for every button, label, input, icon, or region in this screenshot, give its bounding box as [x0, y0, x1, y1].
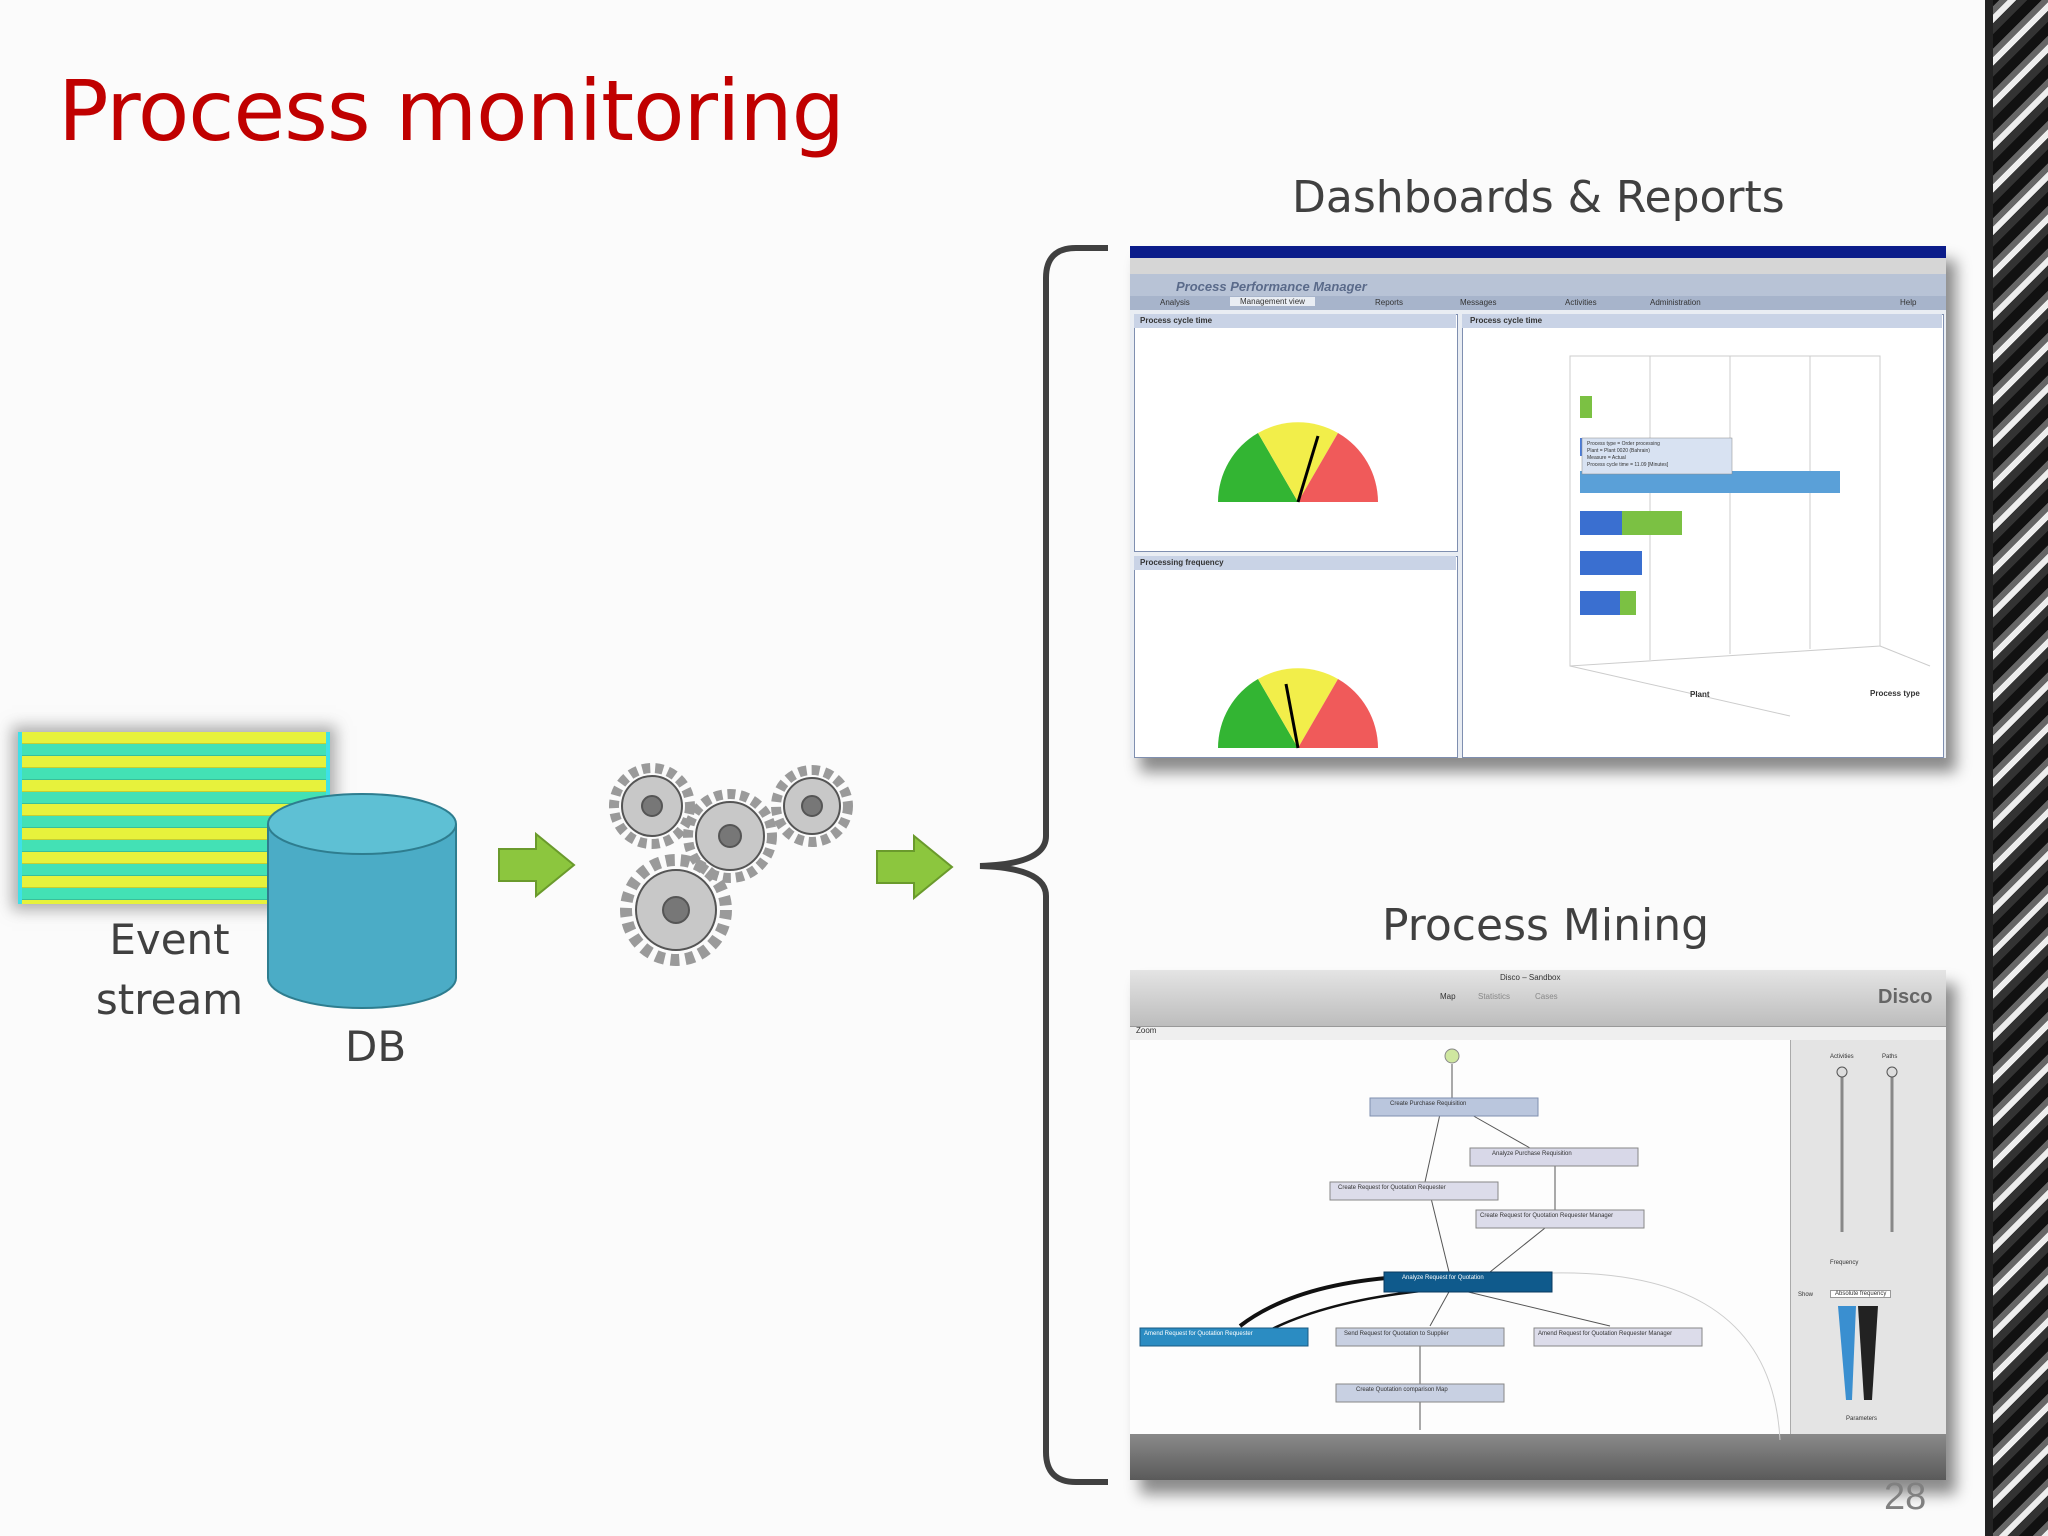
window-title: Disco – Sandbox [1500, 973, 1561, 982]
tab-cases[interactable]: Cases [1535, 992, 1558, 1001]
arrow-right-icon [876, 833, 954, 901]
show-label: Show [1798, 1292, 1814, 1298]
tab-administration[interactable]: Administration [1650, 298, 1701, 307]
dashboard-charts [1218, 355, 1931, 749]
node-label: Amend Request for Quotation Requester [1144, 1331, 1253, 1337]
curly-bracket [979, 245, 1108, 1485]
dashboards-label: Dashboards & Reports [1292, 172, 1785, 223]
process-mining-label: Process Mining [1382, 900, 1710, 951]
activities-label: Activities [1830, 1054, 1854, 1060]
brand-logo: Disco [1878, 986, 1933, 1008]
tab-messages[interactable]: Messages [1460, 298, 1497, 307]
axis-plant-label: Plant [1690, 690, 1710, 699]
frequency-label: Frequency [1830, 1260, 1859, 1266]
node-label: Create Request for Quotation Requester [1338, 1185, 1446, 1191]
tab-management-view[interactable]: Management view [1230, 297, 1315, 306]
page-number: 28 [1884, 1476, 1927, 1518]
zoom-label: Zoom [1136, 1026, 1157, 1035]
db-label: DB [345, 1022, 407, 1071]
node-label: Analyze Purchase Requisition [1492, 1151, 1572, 1157]
node-label: Send Request for Quotation to Supplier [1344, 1331, 1449, 1337]
tab-statistics[interactable]: Statistics [1478, 992, 1511, 1001]
process-map [1139, 1048, 1898, 1441]
frequency-select[interactable]: Absolute frequency [1830, 1290, 1892, 1298]
decorative-side-strip [1985, 0, 2048, 1536]
panel-cycle-time-title: Process cycle time [1140, 316, 1213, 325]
dashboard-screenshot: Process Performance Manager Analysis Man… [1130, 246, 1946, 758]
process-mining-screenshot: Disco – Sandbox Disco Map Statistics Cas… [1130, 970, 1946, 1480]
panel-frequency-title: Processing frequency [1140, 558, 1224, 567]
app-title: Process Performance Manager [1176, 279, 1367, 294]
slide-title: Process monitoring [58, 62, 845, 160]
tab-help[interactable]: Help [1900, 298, 1917, 307]
node-label: Analyze Request for Quotation [1402, 1275, 1484, 1281]
chart-tooltip: Process type = Order processing Plant = … [1587, 441, 1669, 468]
panel-cycle-time-right-title: Process cycle time [1470, 316, 1543, 325]
paths-label: Paths [1882, 1054, 1898, 1060]
tab-activities[interactable]: Activities [1565, 298, 1597, 307]
node-label: Create Request for Quotation Requester M… [1480, 1213, 1614, 1219]
arrow-right-icon [498, 831, 576, 899]
node-label: Amend Request for Quotation Requester Ma… [1538, 1331, 1673, 1337]
tab-map[interactable]: Map [1440, 992, 1456, 1001]
tab-reports[interactable]: Reports [1375, 298, 1404, 307]
node-label: Create Quotation comparison Map [1356, 1387, 1448, 1393]
tab-analysis[interactable]: Analysis [1160, 298, 1190, 307]
gears-icon [609, 763, 853, 966]
event-stream-label: Event stream [95, 915, 244, 1024]
axis-process-type-label: Process type [1870, 689, 1920, 698]
db-cylinder-icon [267, 793, 457, 1009]
parameters-label: Parameters [1846, 1416, 1878, 1422]
node-label: Create Purchase Requisition [1390, 1101, 1467, 1107]
diagram-shapes [267, 245, 1108, 1485]
